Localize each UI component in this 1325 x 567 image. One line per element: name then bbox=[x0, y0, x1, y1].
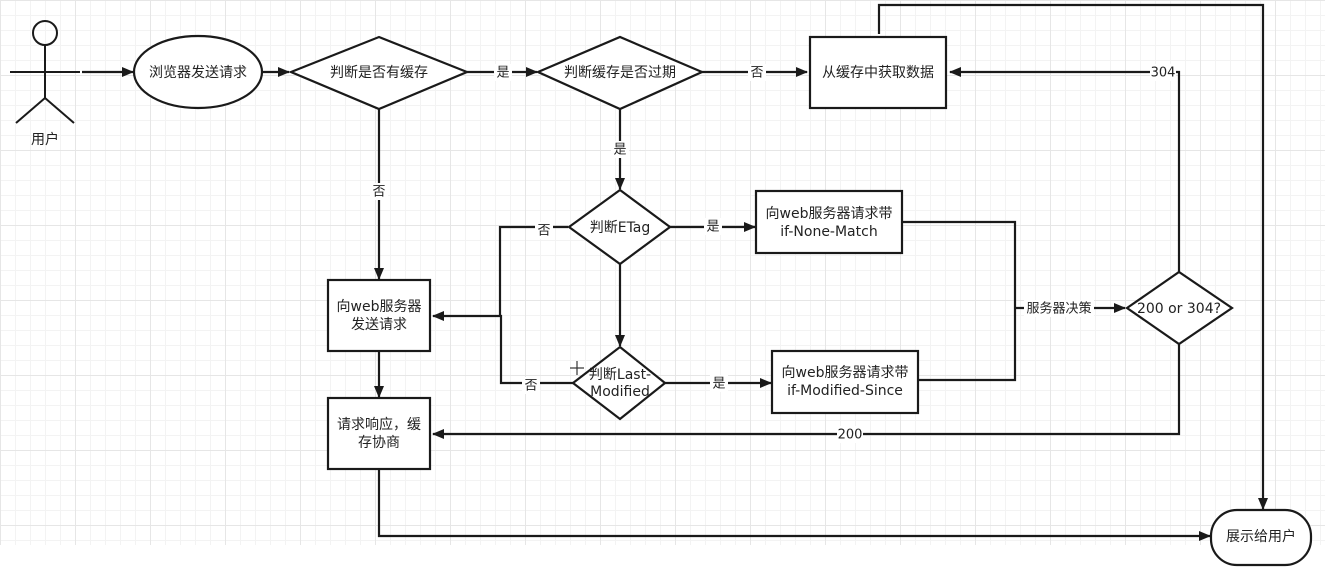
node-has-cache[interactable]: 判断是否有缓存 bbox=[288, 35, 470, 111]
node-status-decision[interactable]: 200 or 304? bbox=[1125, 270, 1234, 346]
node-send-request[interactable]: 向web服务器 发送请求 bbox=[326, 278, 432, 353]
node-request-if-none-match[interactable]: 向web服务器请求带 if-None-Match bbox=[754, 189, 904, 255]
edge-status-304 bbox=[949, 67, 1181, 272]
node-check-last-modified-line1: 判断Last- bbox=[589, 367, 651, 383]
label-server-decision: 服务器决策 bbox=[1026, 301, 1091, 317]
label-etag-yes: 是 bbox=[706, 220, 719, 235]
node-show-to-user[interactable]: 展示给用户 bbox=[1209, 508, 1313, 567]
actor-leg-left bbox=[15, 97, 46, 124]
node-response-line2: 存协商 bbox=[358, 435, 400, 451]
actor-label: 用户 bbox=[31, 131, 59, 148]
label-last-modified-no: 否 bbox=[524, 379, 537, 394]
node-cache-expired[interactable]: 判断缓存是否过期 bbox=[535, 35, 705, 111]
node-check-etag-label: 判断ETag bbox=[590, 220, 651, 236]
node-response-line1: 请求响应，缓 bbox=[337, 416, 421, 433]
cursor-crosshair-icon bbox=[570, 361, 584, 375]
node-cache-expired-label: 判断缓存是否过期 bbox=[564, 65, 676, 81]
node-check-last-modified-line2: Modified bbox=[590, 384, 650, 400]
edge-last-modified-no bbox=[432, 311, 573, 385]
actor-leg-right bbox=[44, 97, 75, 124]
node-request-if-none-match-line1: 向web服务器请求带 bbox=[766, 206, 893, 222]
edge-labels: 是 否 否 是 是 否 是 否 服务器决策 304 200 bbox=[370, 64, 1176, 443]
label-status-200: 200 bbox=[838, 428, 863, 443]
actor-head-icon bbox=[32, 20, 58, 46]
node-get-from-cache[interactable]: 从缓存中获取数据 bbox=[808, 35, 948, 110]
node-request-if-modified-since-line2: if-Modified-Since bbox=[787, 383, 903, 399]
actor-user: 用户 bbox=[10, 20, 80, 148]
label-has-cache-no: 否 bbox=[372, 185, 385, 200]
node-browser-request-label: 浏览器发送请求 bbox=[149, 65, 247, 81]
node-show-to-user-label: 展示给用户 bbox=[1226, 528, 1296, 545]
node-request-if-modified-since-line1: 向web服务器请求带 bbox=[782, 365, 909, 381]
node-send-request-line1: 向web服务器 bbox=[337, 299, 422, 315]
edge-cache-to-show bbox=[877, 3, 1268, 510]
node-response-cache-negotiation[interactable]: 请求响应，缓 存协商 bbox=[326, 396, 432, 471]
node-check-last-modified[interactable]: 判断Last- Modified bbox=[571, 345, 667, 421]
node-send-request-line2: 发送请求 bbox=[351, 317, 407, 333]
node-get-from-cache-label: 从缓存中获取数据 bbox=[822, 65, 934, 81]
edge-status-200 bbox=[432, 344, 1181, 439]
node-browser-request[interactable]: 浏览器发送请求 bbox=[132, 34, 264, 110]
edge-response-to-show bbox=[377, 470, 1211, 541]
node-request-if-none-match-line2: if-None-Match bbox=[780, 224, 877, 240]
label-expired-yes: 是 bbox=[613, 143, 626, 158]
label-status-304: 304 bbox=[1151, 66, 1176, 81]
label-last-modified-yes: 是 bbox=[712, 377, 725, 392]
label-expired-no: 否 bbox=[750, 66, 763, 81]
label-has-cache-yes: 是 bbox=[496, 66, 509, 81]
edge-etag-no bbox=[498, 225, 568, 316]
node-request-if-modified-since[interactable]: 向web服务器请求带 if-Modified-Since bbox=[770, 349, 920, 415]
label-etag-no: 否 bbox=[537, 224, 550, 239]
node-has-cache-label: 判断是否有缓存 bbox=[330, 65, 428, 81]
node-check-etag[interactable]: 判断ETag bbox=[567, 188, 672, 266]
edge-requests-merge bbox=[902, 220, 1017, 382]
node-status-decision-label: 200 or 304? bbox=[1137, 301, 1221, 317]
